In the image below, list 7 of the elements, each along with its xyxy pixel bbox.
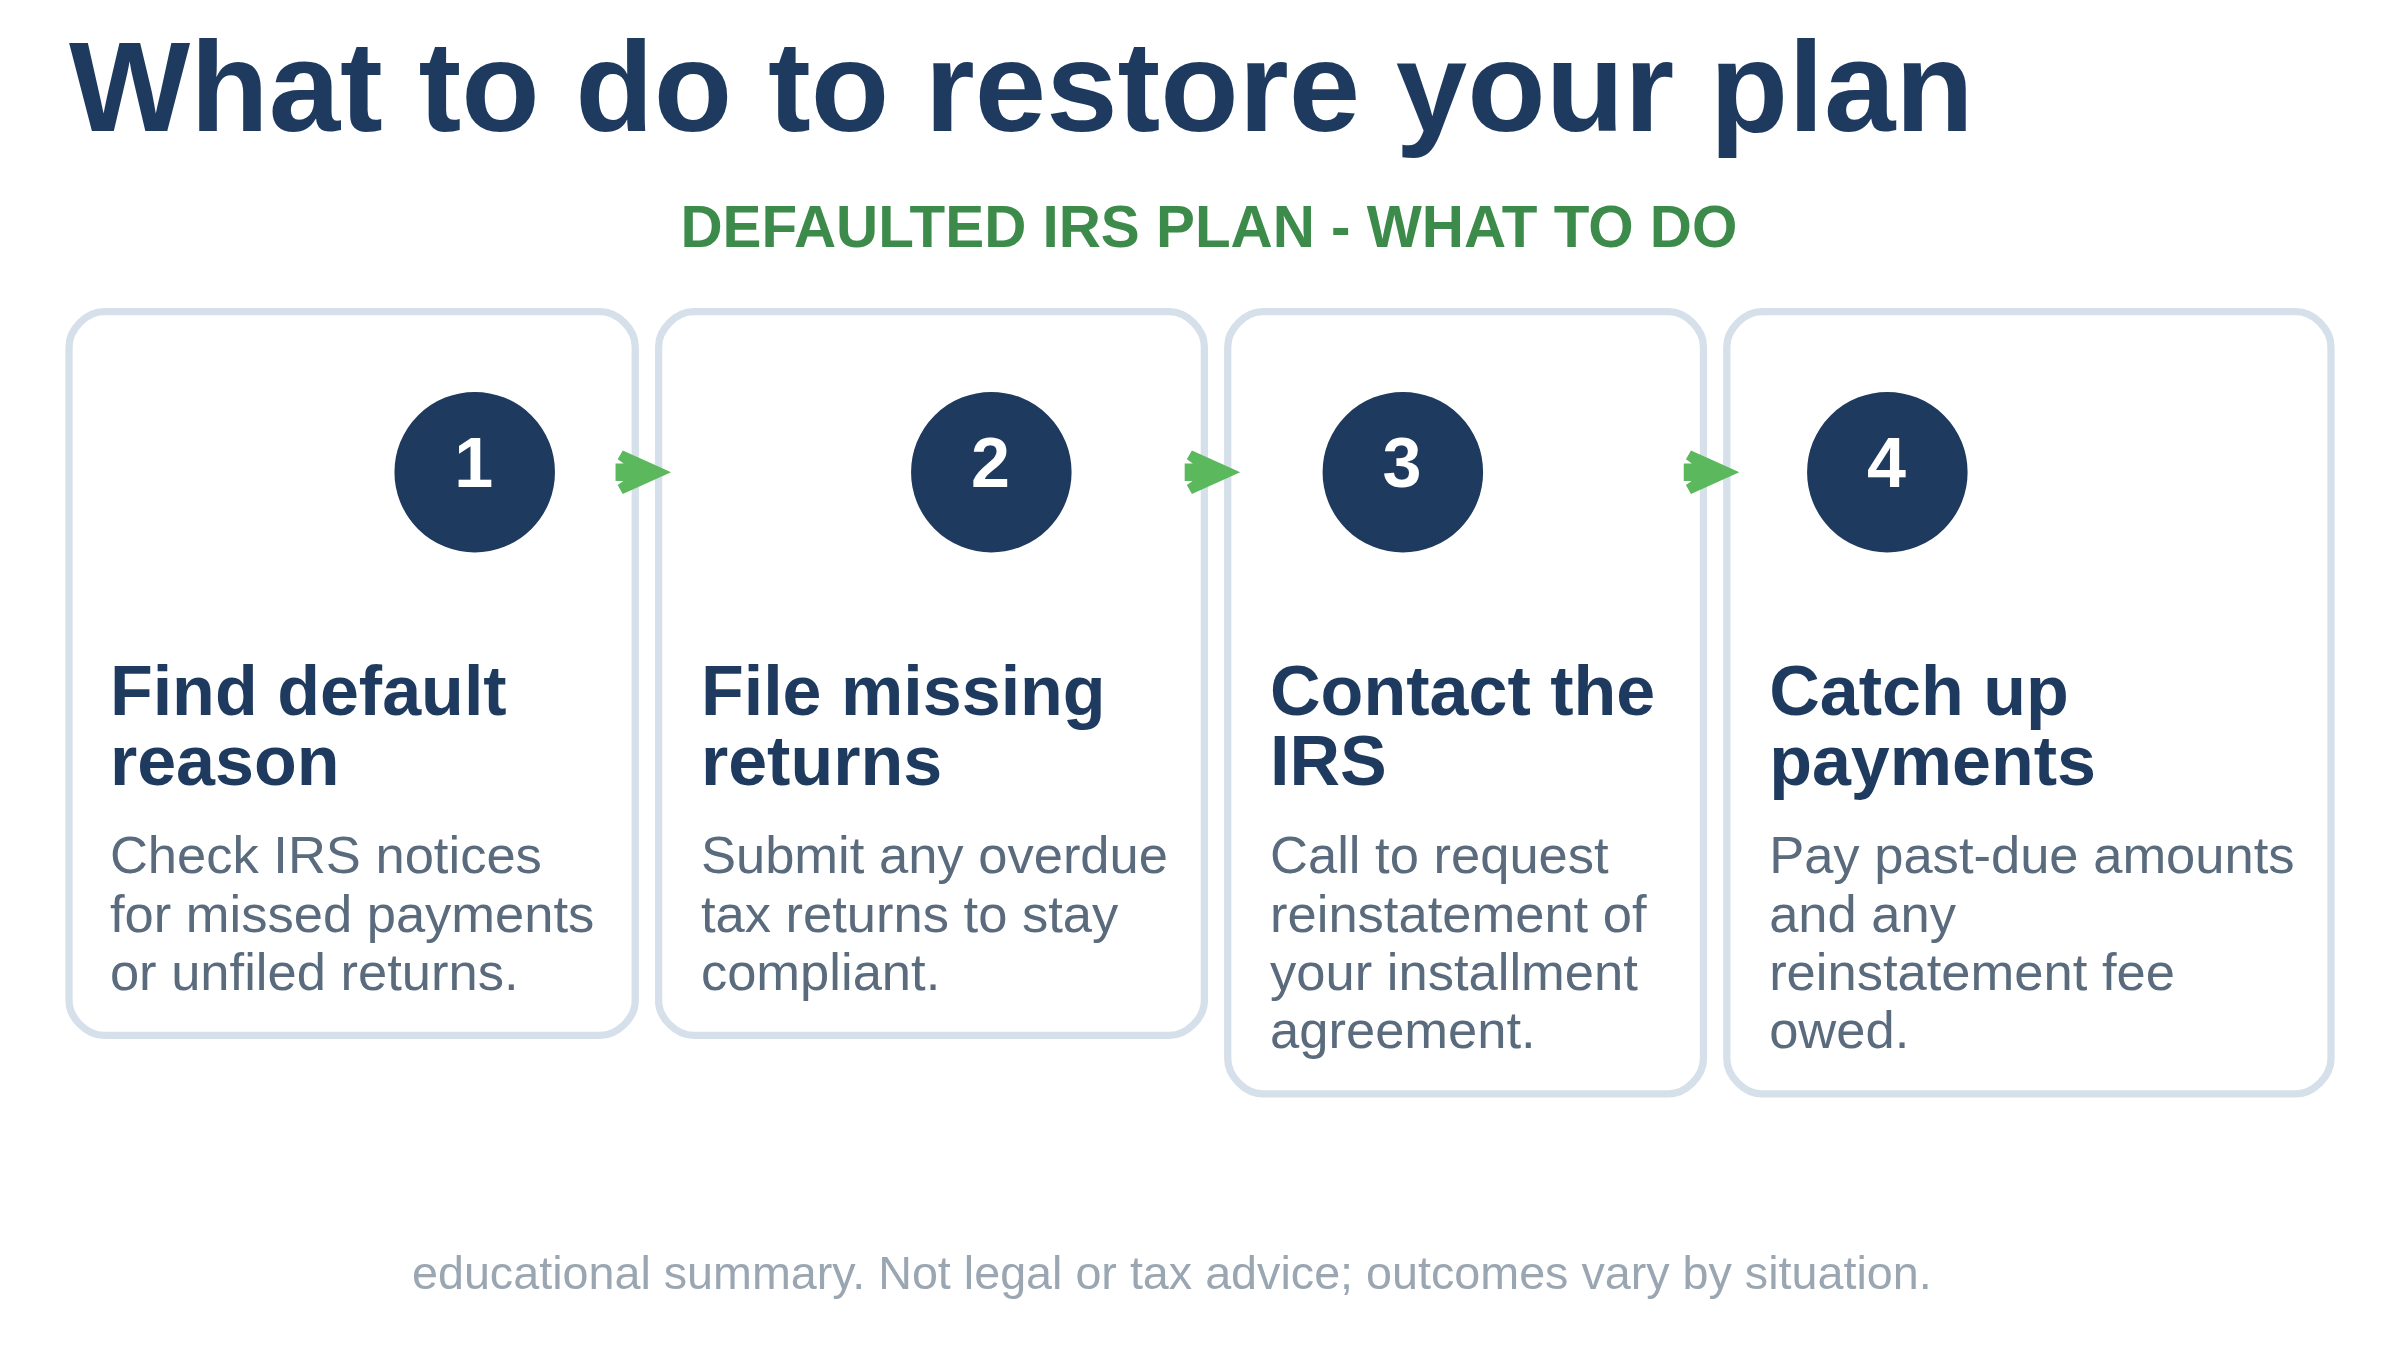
node-circle: 4 <box>1807 391 1968 553</box>
node-circle: 1 <box>394 391 555 553</box>
label: DEFAULTED IRS PLAN - WHAT TO DO <box>680 194 1738 260</box>
label: educational summary. Not legal or tax advice; outcomes vary by situation. <box>411 1246 1932 1299</box>
node-circle: 3 <box>1322 391 1484 553</box>
node-circle: 2 <box>911 391 1072 553</box>
diagram-title: What to do to restore your plan <box>69 15 1974 159</box>
